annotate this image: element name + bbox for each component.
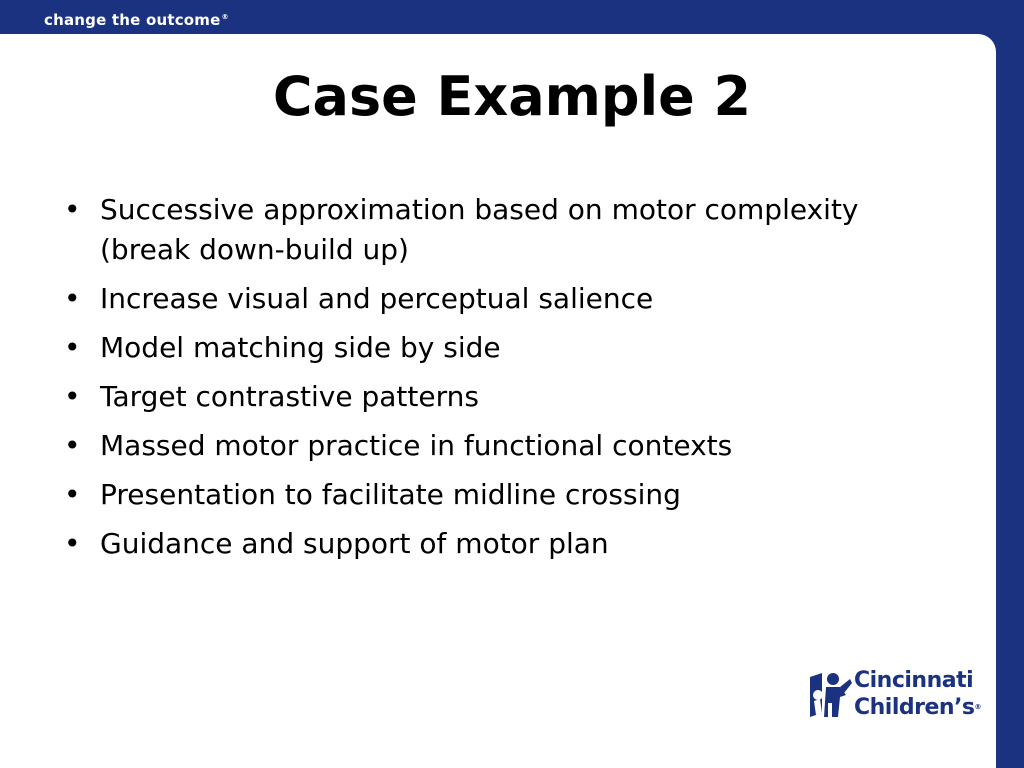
- cincinnati-childrens-logo-icon: [810, 673, 852, 717]
- logo-registered-mark: ®: [974, 703, 982, 711]
- bullet-text: Guidance and support of motor plan: [100, 527, 609, 560]
- header-tagline: change the outcome®: [44, 6, 229, 31]
- bullet-marker: •: [64, 282, 81, 315]
- bullet-list: • Successive approximation based on motor…: [64, 190, 944, 573]
- bullet-marker: •: [64, 429, 81, 462]
- bullet-item: • Presentation to facilitate midline cros…: [64, 475, 944, 515]
- logo-line-childrens-text: Children’s: [854, 695, 975, 720]
- tagline-registered-mark: ®: [221, 13, 229, 21]
- slide-title: Case Example 2: [272, 65, 752, 128]
- bullet-text: Presentation to facilitate midline cross…: [100, 478, 681, 511]
- slide-content-area: Case Example 2 • Successive approximation…: [0, 34, 996, 768]
- bullet-item: • Successive approximation based on motor…: [64, 190, 944, 270]
- bullet-item: • Increase visual and perceptual salience: [64, 279, 944, 319]
- bullet-marker: •: [64, 380, 81, 413]
- bullet-marker: •: [64, 193, 81, 226]
- bullet-text: Increase visual and perceptual salience: [100, 282, 654, 315]
- bullet-marker: •: [64, 331, 81, 364]
- tagline-text: change the outcome: [44, 11, 221, 29]
- bullet-text: Model matching side by side: [100, 331, 501, 364]
- bullet-text: Target contrastive patterns: [100, 380, 479, 413]
- bullet-item: • Guidance and support of motor plan: [64, 524, 944, 564]
- bullet-marker: •: [64, 527, 81, 560]
- logo-line-childrens: Children’s®: [854, 694, 981, 721]
- logo-line-cincinnati: Cincinnati: [854, 668, 974, 693]
- cincinnati-childrens-logo: Cincinnati Children’s®: [806, 667, 992, 725]
- bullet-item: • Model matching side by side: [64, 328, 944, 368]
- bullet-item: • Target contrastive patterns: [64, 377, 944, 417]
- bullet-marker: •: [64, 478, 81, 511]
- bullet-text: Successive approximation based on motor …: [100, 193, 859, 266]
- logo-wordmark: Cincinnati Children’s®: [854, 667, 981, 721]
- bullet-item: • Massed motor practice in functional con…: [64, 426, 944, 466]
- bullet-text: Massed motor practice in functional cont…: [100, 429, 733, 462]
